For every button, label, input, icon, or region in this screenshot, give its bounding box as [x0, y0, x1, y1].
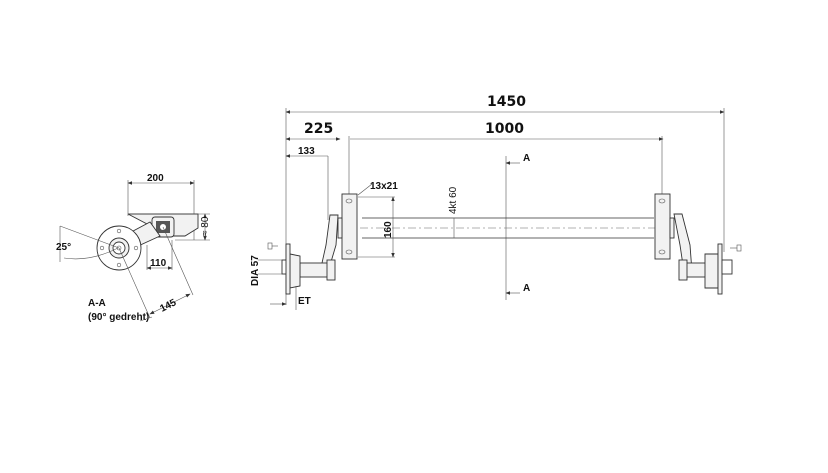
section-subtitle: (90° gedreht)	[88, 312, 149, 323]
section-view-a-a: 200 ≈ 80 25° 110	[56, 173, 211, 323]
dim-110: 110	[150, 258, 167, 269]
dim-tube: 4kt 60	[448, 186, 459, 214]
dim-1450: 1450	[487, 94, 526, 110]
section-marker-bottom: A	[523, 283, 530, 294]
dim-133: 133	[298, 146, 315, 157]
dim-et: ET	[298, 296, 311, 307]
dim-160: 160	[383, 221, 394, 238]
dim-80: ≈ 80	[200, 216, 211, 236]
front-view: 1450 225 1000 133 A A 4kt 60 160	[250, 94, 742, 310]
section-marker-top: A	[523, 153, 530, 164]
section-title: A-A	[88, 298, 106, 309]
dim-1000: 1000	[485, 121, 524, 137]
dim-angle-25: 25°	[56, 242, 71, 253]
dim-145: 145	[158, 297, 178, 315]
dim-slot: 13x21	[370, 181, 398, 192]
dim-hub-dia: DIA 57	[250, 255, 261, 286]
dim-225: 225	[304, 121, 333, 137]
dim-200: 200	[147, 173, 164, 184]
